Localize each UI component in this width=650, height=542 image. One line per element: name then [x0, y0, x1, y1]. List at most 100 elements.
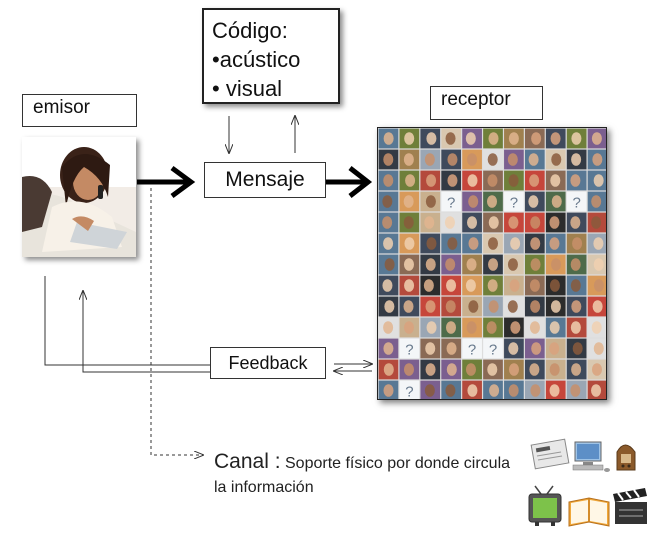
audience-thumbnail: [504, 233, 524, 254]
audience-thumbnail: [462, 170, 482, 191]
feedback-label: Feedback: [228, 353, 308, 373]
codigo-box: Código: •acústico • visual: [202, 8, 340, 104]
audience-thumbnail: [566, 212, 587, 233]
audience-thumbnail: [587, 170, 606, 191]
media-icons: [525, 436, 650, 536]
audience-thumbnail: [524, 191, 545, 212]
mensaje-label: Mensaje: [225, 168, 305, 191]
audience-thumbnail: [504, 380, 524, 399]
receptor-label: receptor: [441, 89, 511, 110]
audience-thumbnail: [441, 149, 462, 170]
audience-thumbnail: [566, 317, 587, 338]
audience-thumbnail: [483, 149, 503, 170]
audience-thumbnail: [462, 233, 482, 254]
audience-thumbnail: [483, 128, 503, 149]
audience-thumbnail: [462, 317, 482, 338]
arrow-mensaje-to-receptor: [326, 166, 373, 198]
audience-thumbnail: [524, 128, 545, 149]
audience-thumbnail: [483, 317, 503, 338]
audience-thumbnail: [524, 254, 545, 275]
codigo-item-visual: • visual: [212, 76, 283, 101]
audience-thumbnail: [441, 380, 462, 399]
audience-thumbnail: [545, 170, 566, 191]
unknown-avatar-icon: ?: [510, 194, 518, 211]
audience-thumbnail: ?: [566, 191, 587, 212]
audience-thumbnail: [441, 338, 462, 359]
audience-thumbnail: [462, 254, 482, 275]
audience-thumbnail: [566, 296, 587, 317]
audience-thumbnail: [545, 191, 566, 212]
codigo-item-acustico: •acústico: [212, 47, 301, 72]
receptor-audience-grid: ???????: [377, 127, 607, 400]
audience-thumbnail: [504, 254, 524, 275]
audience-thumbnail: [566, 380, 587, 399]
feedback-line-to-emisor: [44, 276, 210, 366]
codigo-title: Código:: [212, 18, 288, 43]
audience-thumbnail: [462, 149, 482, 170]
radio-icon: [616, 444, 636, 471]
audience-thumbnail: [441, 128, 462, 149]
audience-thumbnail: [545, 296, 566, 317]
audience-thumbnail: [524, 317, 545, 338]
audience-thumbnail: [378, 233, 399, 254]
audience-thumbnail: [399, 275, 420, 296]
audience-thumbnail: [504, 317, 524, 338]
audience-thumbnail: [504, 359, 524, 380]
newspaper-icon: [530, 438, 570, 470]
clapperboard-icon: [613, 488, 647, 524]
audience-thumbnail: [524, 380, 545, 399]
audience-thumbnail: [587, 128, 606, 149]
audience-thumbnail: [399, 317, 420, 338]
audience-thumbnail: [462, 275, 482, 296]
audience-thumbnail: [420, 275, 441, 296]
canal-title: Canal :: [214, 450, 281, 473]
mensaje-box: Mensaje: [204, 162, 326, 198]
audience-thumbnail: [545, 149, 566, 170]
audience-thumbnail: [462, 191, 482, 212]
unknown-avatar-icon: ?: [447, 194, 455, 211]
audience-thumbnail: [378, 170, 399, 191]
receptor-box: receptor: [430, 86, 543, 120]
audience-thumbnail: [462, 128, 482, 149]
computer-icon: [572, 441, 610, 472]
unknown-avatar-icon: ?: [572, 194, 580, 211]
audience-thumbnail: [566, 233, 587, 254]
audience-thumbnail: [399, 149, 420, 170]
unknown-avatar-icon: ?: [489, 341, 497, 358]
book-icon: [568, 497, 610, 527]
audience-thumbnail: [441, 317, 462, 338]
audience-thumbnail: [587, 233, 606, 254]
audience-thumbnail: [524, 149, 545, 170]
emisor-box: emisor: [22, 94, 137, 127]
audience-thumbnail: [587, 275, 606, 296]
audience-thumbnail: [504, 296, 524, 317]
audience-thumbnail: [420, 128, 441, 149]
audience-thumbnail: [566, 359, 587, 380]
audience-thumbnail: [483, 296, 503, 317]
audience-thumbnail: [462, 380, 482, 399]
audience-thumbnail: [483, 275, 503, 296]
audience-thumbnail: [545, 254, 566, 275]
audience-thumbnail: [399, 191, 420, 212]
tv-icon: [528, 485, 562, 526]
audience-thumbnail: [378, 338, 399, 359]
audience-thumbnail: [420, 380, 441, 399]
audience-thumbnail: [524, 338, 545, 359]
audience-thumbnail: ?: [504, 191, 524, 212]
audience-thumbnail: [587, 212, 606, 233]
audience-thumbnail: [399, 170, 420, 191]
audience-thumbnail: [545, 212, 566, 233]
unknown-avatar-icon: ?: [468, 341, 476, 358]
audience-thumbnail: [587, 359, 606, 380]
audience-thumbnail: [545, 359, 566, 380]
audience-thumbnail: [483, 254, 503, 275]
canal-text: Canal : Soporte físico por donde circula…: [214, 450, 514, 500]
audience-thumbnail: [566, 275, 587, 296]
audience-thumbnail: [587, 254, 606, 275]
audience-thumbnail: ?: [441, 191, 462, 212]
audience-thumbnail: [399, 359, 420, 380]
audience-thumbnail: [545, 338, 566, 359]
audience-thumbnail: [566, 128, 587, 149]
audience-thumbnail: [399, 233, 420, 254]
